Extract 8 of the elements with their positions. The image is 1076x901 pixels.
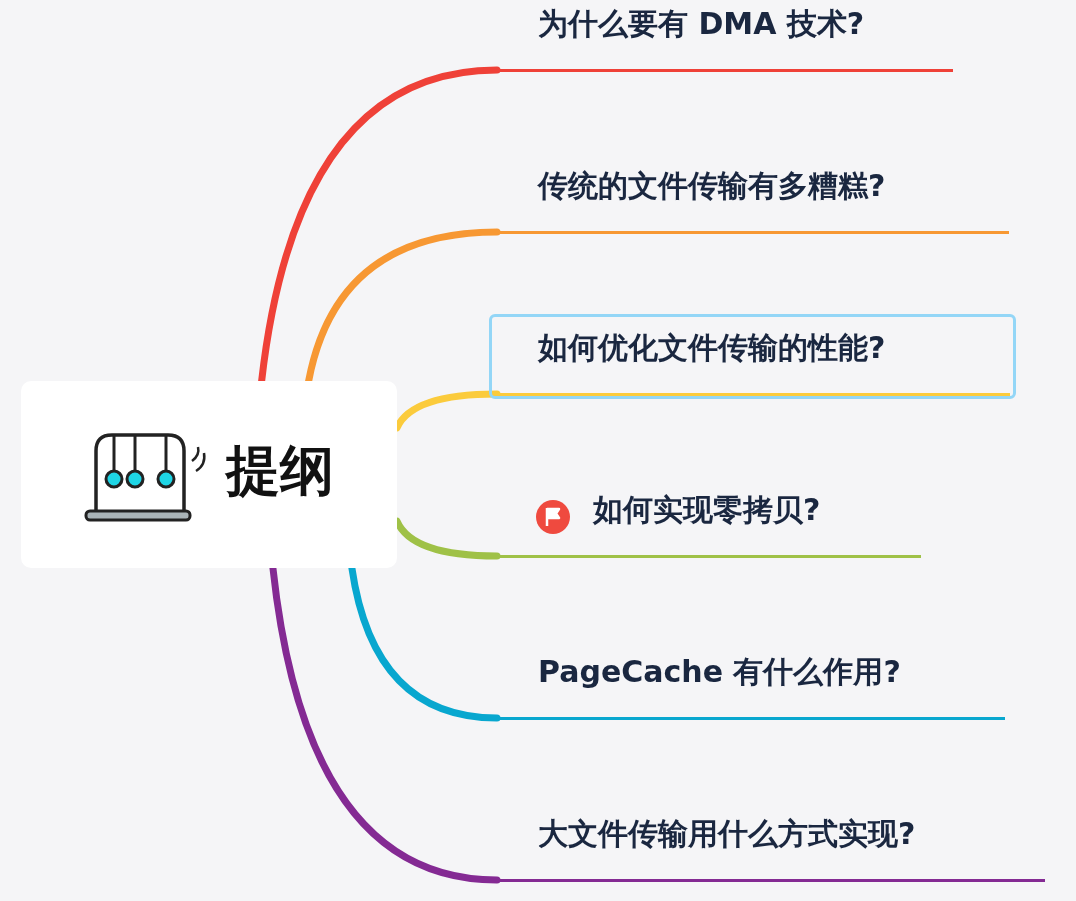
topic-text: 大文件传输用什么方式实现? xyxy=(538,816,916,852)
topic-text: 如何实现零拷贝? xyxy=(593,492,821,528)
topic-text: 如何优化文件传输的性能? xyxy=(538,330,886,366)
topic-text: 为什么要有 DMA 技术? xyxy=(538,6,865,42)
root-topic-text: 提纲 xyxy=(226,439,334,504)
root-topic-card xyxy=(21,381,397,568)
topic-text: 传统的文件传输有多糟糕? xyxy=(538,168,886,204)
topic-text: PageCache 有什么作用? xyxy=(538,654,901,690)
